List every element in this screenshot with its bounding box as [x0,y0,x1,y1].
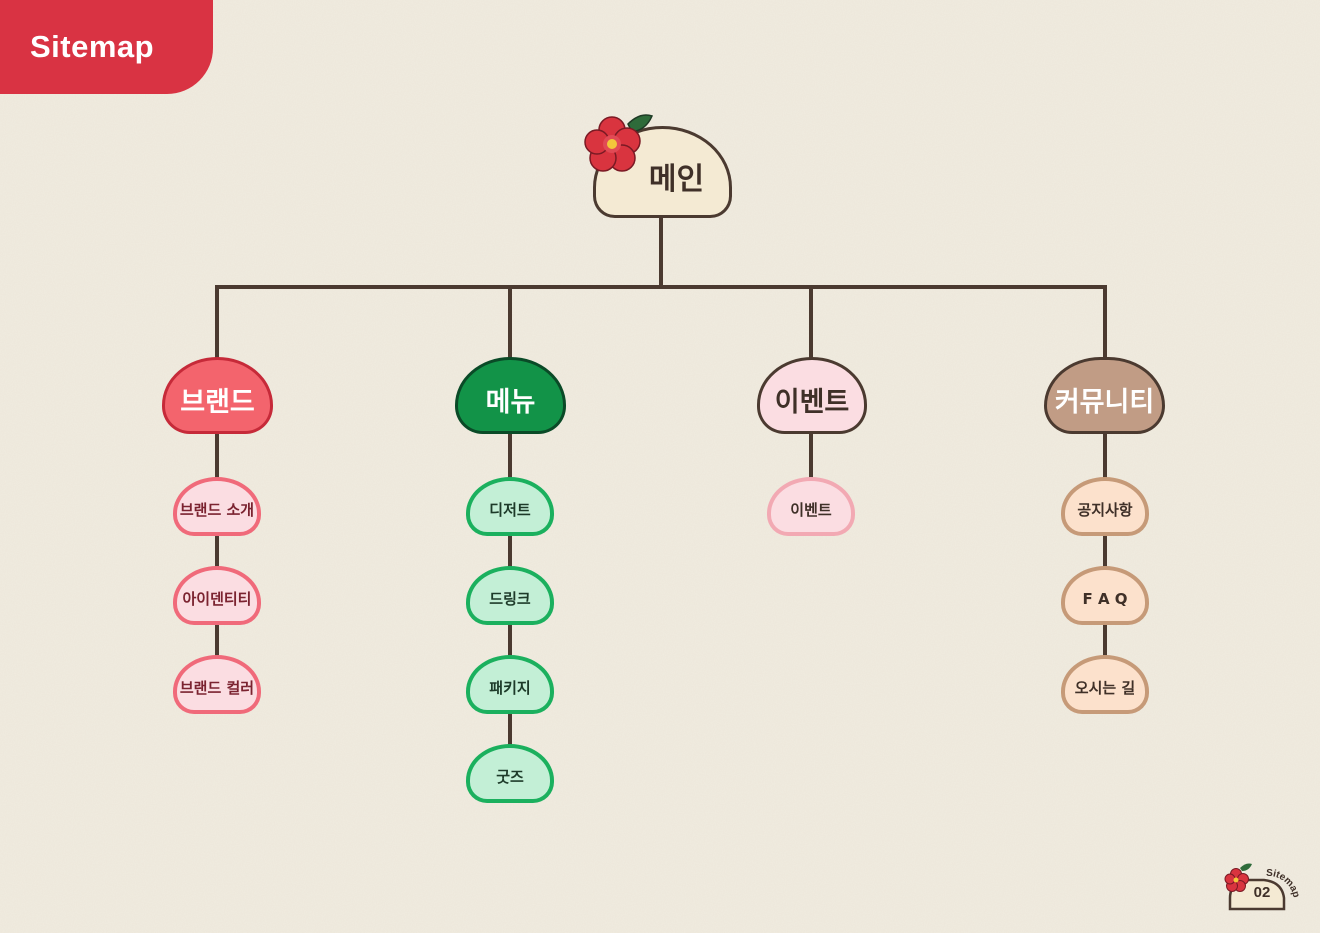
footer-page-badge: Sitemap [1224,863,1302,911]
sub-label: 이벤트 [790,501,832,519]
sub-label: 공지사항 [1077,501,1133,519]
sitemap-header-tab: Sitemap [0,0,213,94]
sub-node-drink[interactable]: 드링크 [466,566,554,625]
page-number: 02 [1253,884,1271,901]
sub-node-faq[interactable]: F A Q [1061,566,1149,625]
category-node-community[interactable]: 커뮤니티 [1044,357,1165,434]
sub-label: F A Q [1082,589,1128,608]
sub-node-brand-intro[interactable]: 브랜드 소개 [173,477,261,536]
sub-node-identity[interactable]: 아이덴티티 [173,566,261,625]
sub-label: 디저트 [489,501,531,519]
sub-node-event[interactable]: 이벤트 [767,477,855,536]
sub-label: 브랜드 컬러 [179,679,255,697]
sub-label: 굿즈 [496,768,524,786]
sub-label: 드링크 [489,590,531,608]
sub-label: 아이덴티티 [182,590,252,608]
category-label-brand: 브랜드 [180,387,255,418]
category-label-event: 이벤트 [774,387,850,418]
sub-node-brand-color[interactable]: 브랜드 컬러 [173,655,261,714]
sub-node-dessert[interactable]: 디저트 [466,477,554,536]
sub-node-notice[interactable]: 공지사항 [1061,477,1149,536]
sub-label: 패키지 [489,679,531,697]
root-label: 메인 [648,162,705,197]
category-label-menu: 메뉴 [485,387,536,418]
page-title: Sitemap [30,29,155,64]
sub-node-goods[interactable]: 굿즈 [466,744,554,803]
category-label-community: 커뮤니티 [1054,387,1155,418]
sub-node-package[interactable]: 패키지 [466,655,554,714]
sub-node-location[interactable]: 오시는 길 [1061,655,1149,714]
camellia-flower-icon [584,114,654,172]
category-node-brand[interactable]: 브랜드 [162,357,273,434]
sub-label: 브랜드 소개 [179,501,255,519]
category-node-menu[interactable]: 메뉴 [455,357,566,434]
category-node-event[interactable]: 이벤트 [757,357,867,434]
sub-label: 오시는 길 [1074,679,1136,697]
